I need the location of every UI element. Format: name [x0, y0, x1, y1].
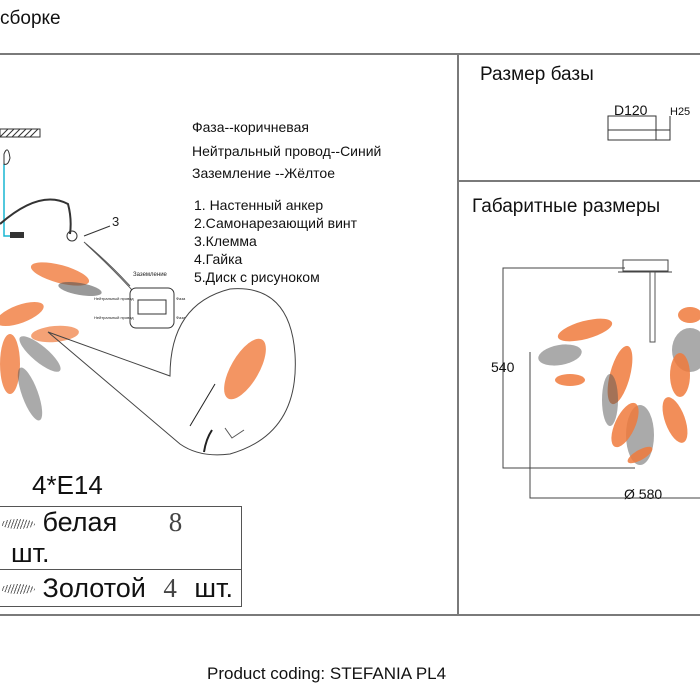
feather-icon — [1, 518, 35, 529]
lamp-count: 8 — [168, 507, 183, 537]
divider-bottom — [0, 614, 700, 616]
base-size-drawing — [607, 115, 671, 141]
table-row: Золотой 4 шт. — [0, 569, 242, 607]
lamp-label-suffix: : — [0, 470, 1, 501]
base-size-title: Размер базы — [480, 64, 594, 85]
lamp-unit: шт. — [194, 572, 233, 603]
lamp-color: белая — [42, 507, 118, 537]
base-height: H25 — [670, 106, 691, 118]
dimensions-drawing — [502, 259, 700, 499]
lamp-unit: шт. — [11, 538, 50, 568]
installation-diagram: 3 Заземление Нейтральный провод Нейтраль… — [0, 128, 296, 456]
chandelier-leaves — [538, 307, 700, 465]
table-row: белая 8 шт. — [0, 506, 242, 570]
wire-phase-label: Фаза--коричневая — [192, 119, 309, 135]
screw-icon — [10, 232, 24, 238]
parts-item: 4.Гайка — [194, 251, 243, 267]
label-neutral: Нейтральный провод — [94, 296, 134, 301]
page-title-fragment: сборке — [0, 8, 61, 29]
ceiling-hatch — [0, 128, 41, 138]
divider-vertical — [457, 54, 459, 615]
divider-right — [458, 180, 700, 182]
feather-icon — [1, 584, 35, 595]
lamp-color: Золотой — [42, 572, 146, 603]
lamp-count: 4 — [163, 572, 177, 603]
wire-ground-label: Заземление --Жёлтое — [192, 165, 335, 181]
parts-list: 1. Настенный анкер 2.Самонарезающий винт… — [194, 196, 357, 286]
product-coding: Product coding: STEFANIA PL4 — [207, 664, 447, 683]
parts-item: 5.Диск с рисуноком — [194, 269, 320, 285]
leaf-detail — [224, 338, 266, 400]
lamp-spec: 4*E14 — [32, 470, 103, 500]
wire-neutral-label: Нейтральный провод--Синий — [192, 143, 382, 159]
callout-number: 3 — [112, 214, 119, 229]
parts-item: 3.Клемма — [194, 233, 257, 249]
terminal-block — [129, 287, 175, 329]
base-diameter: D120 — [614, 102, 648, 118]
dimension-height: 540 — [491, 359, 515, 375]
parts-item: 1. Настенный анкер — [194, 197, 324, 213]
label-ground: Заземление — [133, 272, 168, 278]
dimensions-title: Габаритные размеры — [472, 196, 661, 217]
divider-top — [0, 53, 700, 55]
dimension-diameter: Ø 580 — [624, 486, 663, 502]
lamp-table: белая 8 шт. Золотой 4 шт. — [0, 506, 242, 607]
terminal-icon — [66, 230, 78, 242]
anchor-icon — [3, 149, 11, 165]
detail-callout-bubble — [47, 288, 296, 456]
parts-item: 2.Самонарезающий винт — [194, 215, 358, 231]
label-phase: Фаза — [176, 296, 186, 301]
label-phase: Фаза — [176, 315, 186, 320]
label-neutral: Нейтральный провод — [94, 315, 134, 320]
arrow-icon — [189, 383, 216, 427]
wire-blue — [3, 164, 10, 237]
chandelier-leaves — [0, 262, 102, 421]
